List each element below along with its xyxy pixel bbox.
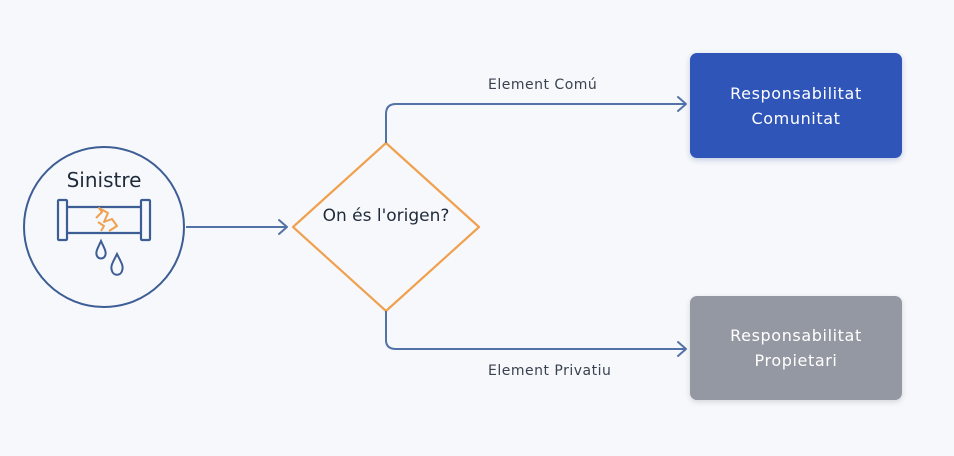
start-node-label: Sinistre	[66, 168, 142, 192]
owner-responsibility-box: Responsabilitat Propietari	[690, 296, 902, 400]
branch-label-private-element: Element Privatiu	[488, 363, 612, 379]
arrow-decision-to-owner	[385, 311, 687, 357]
owner-box-line-2: Propietari	[754, 351, 838, 370]
branch-label-common-element: Element Comú	[488, 77, 598, 93]
broken-pipe-icon	[56, 198, 152, 276]
community-box-line-2: Comunitat	[751, 108, 841, 128]
arrow-start-to-decision	[186, 219, 288, 235]
community-box-line-1: Responsabilitat	[730, 83, 862, 103]
decision-node-label: On és l'origen?	[322, 206, 450, 226]
decision-diamond	[291, 141, 481, 313]
community-responsibility-box: Responsabilitat Comunitat	[690, 53, 902, 158]
arrow-decision-to-community	[385, 96, 687, 143]
owner-box-line-1: Responsabilitat	[730, 326, 862, 345]
